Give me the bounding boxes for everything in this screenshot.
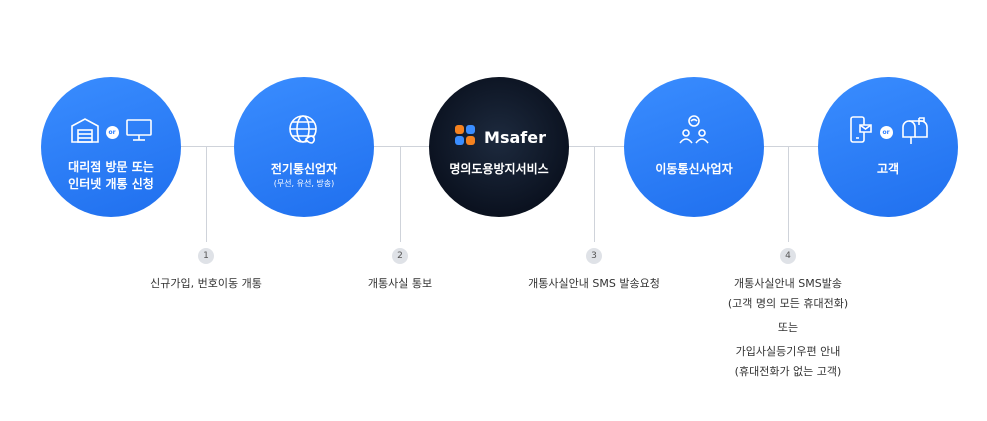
step-3-connector — [594, 146, 595, 242]
step-4-connector — [788, 146, 789, 242]
step-1-text: 신규가입, 번호이동 개통 — [150, 277, 262, 290]
msafer-brand: Msafer — [484, 127, 546, 147]
step-1-number: 1 — [198, 248, 214, 264]
step-2-connector — [400, 146, 401, 242]
node-msafer: Msafer 명의도용방지서비스 — [429, 77, 569, 217]
step-4-line2: (고객 명의 모든 휴대전화) — [727, 297, 849, 310]
msafer-logo-icon — [452, 122, 478, 152]
node-5-label: 고객 — [876, 162, 900, 176]
step-4-text: 개통사실안내 SMS발송 (고객 명의 모든 휴대전화) 또는 가입사실등기우편… — [688, 274, 888, 382]
step-4-line1: 개통사실안내 SMS발송 — [734, 277, 842, 290]
node-telecom-provider: 전기통신업자 (무선, 유선, 방송) — [234, 77, 374, 217]
step-3-text: 개통사실안내 SMS 발송요청 — [528, 277, 660, 290]
or-badge: or — [879, 125, 893, 139]
step-4-line5: (휴대전화가 없는 고객) — [734, 365, 842, 378]
node-mobile-carrier: 이동통신사업자 — [624, 77, 764, 217]
or-badge: or — [105, 125, 119, 139]
monitor-icon — [125, 117, 153, 147]
network-people-icon — [677, 113, 711, 151]
globe-phone-icon — [287, 113, 321, 151]
step-1-connector — [206, 146, 207, 242]
node-2-sub: (무선, 유선, 방송) — [273, 179, 335, 188]
mobile-message-icon — [848, 115, 874, 149]
store-icon — [70, 116, 100, 148]
node-customer: or 고객 — [818, 77, 958, 217]
step-4-number: 4 — [780, 248, 796, 264]
step-4-line4: 가입사실등기우편 안내 — [735, 345, 841, 358]
step-2-number: 2 — [392, 248, 408, 264]
step-4-line3: 또는 — [777, 321, 799, 334]
node-2-label: 전기통신업자 — [270, 162, 338, 176]
node-3-label: 명의도용방지서비스 — [449, 162, 549, 176]
node-application: or 대리점 방문 또는 인터넷 개통 신청 — [41, 77, 181, 217]
step-3-number: 3 — [586, 248, 602, 264]
node-1-label-line2: 인터넷 개통 신청 — [68, 177, 154, 191]
node-4-label: 이동통신사업자 — [655, 162, 733, 176]
mailbox-icon — [899, 115, 929, 149]
step-2-text: 개통사실 통보 — [367, 277, 433, 290]
node-1-label-line1: 대리점 방문 또는 — [68, 160, 154, 174]
